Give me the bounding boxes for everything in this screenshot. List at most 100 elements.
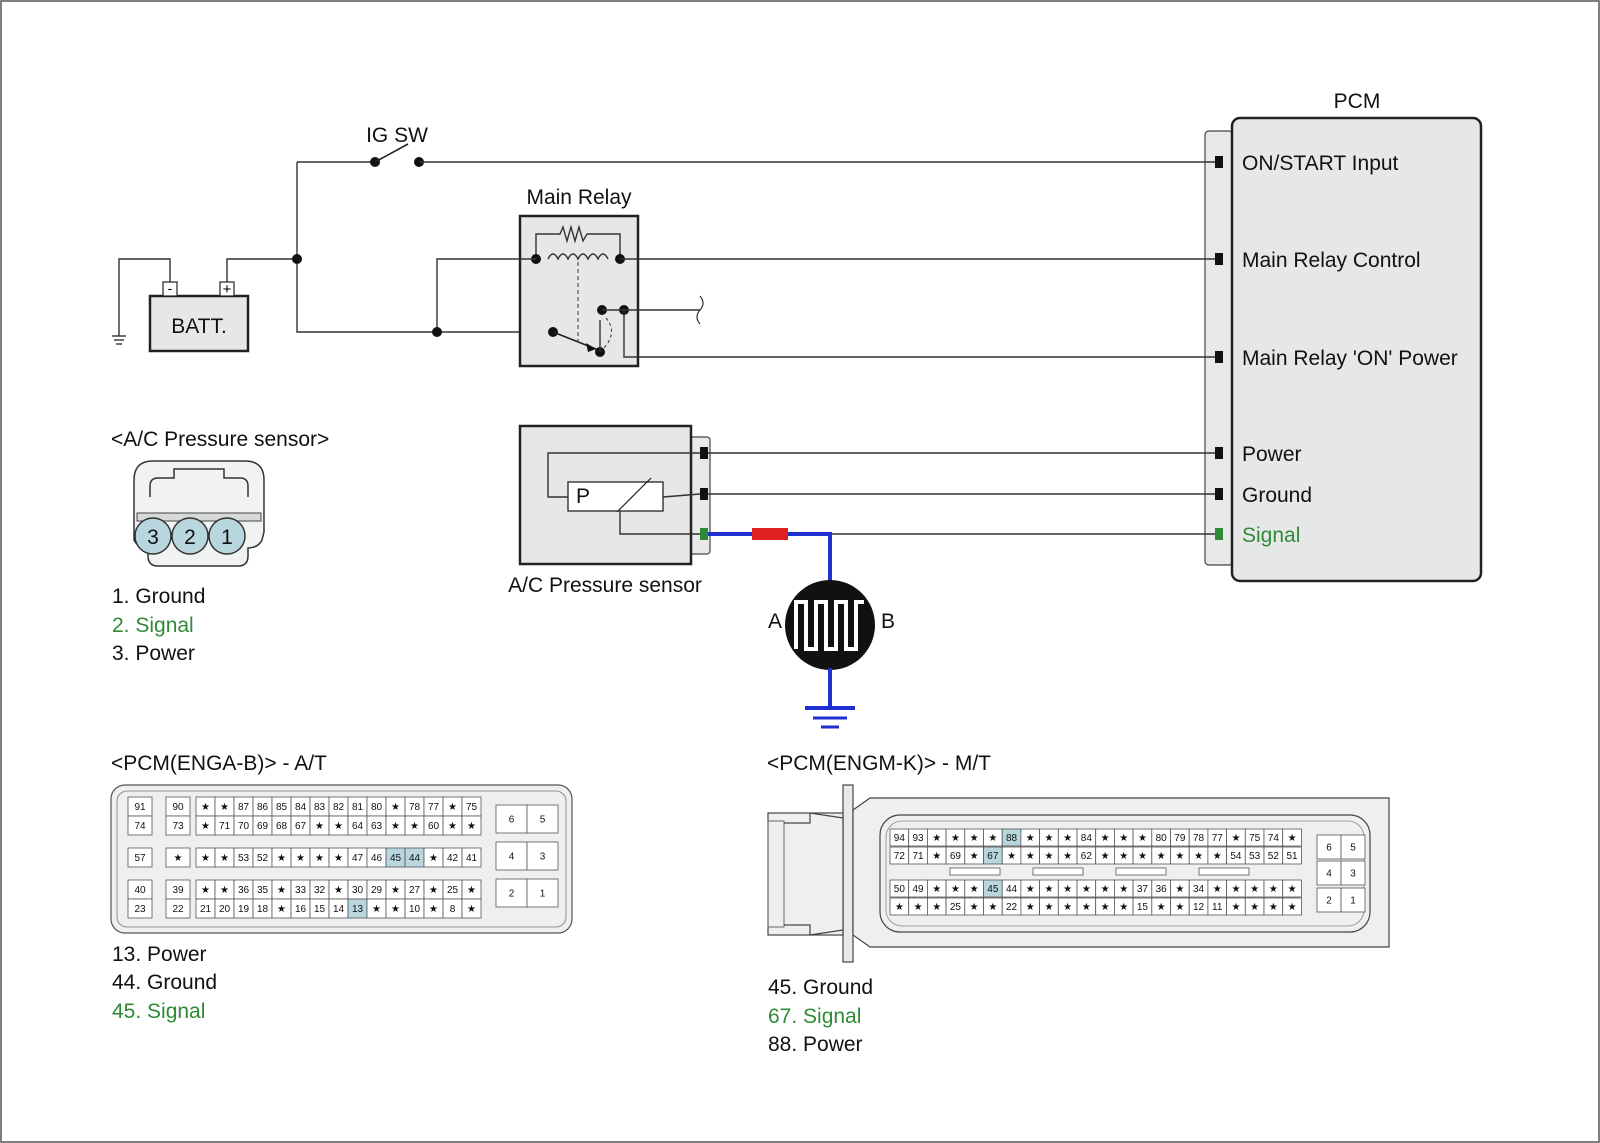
- engm-pin-cell: [1282, 879, 1302, 898]
- engm-pin-number: ★: [1044, 902, 1053, 913]
- engm-pin-number: 94: [894, 833, 906, 844]
- engm-pin-number: 93: [912, 833, 924, 844]
- relay-wiring: [432, 258, 1215, 358]
- ac-pin: [171, 517, 209, 555]
- engm-pin-number: ★: [1063, 902, 1072, 913]
- engm-pin-number: 15: [1137, 902, 1149, 913]
- engm-pin-number: 62: [1081, 851, 1093, 862]
- enga-pin-number: ★: [467, 821, 476, 832]
- enga-pin-number: 36: [238, 885, 250, 896]
- engm-pin-number: 5: [1350, 843, 1356, 854]
- engm-pin-number: ★: [1101, 833, 1110, 844]
- enga-pin-cell: [495, 841, 528, 871]
- pcm-pin-label: Main Relay 'ON' Power: [1242, 347, 1458, 370]
- enga-pin-cell: [127, 847, 153, 868]
- enga-pin-number: 69: [257, 821, 269, 832]
- engm-pin-number: ★: [1082, 884, 1091, 895]
- enga-pin-number: 15: [314, 904, 326, 915]
- engm-pin-number: ★: [1231, 902, 1240, 913]
- enga-pin-number: 25: [447, 885, 459, 896]
- enga-pin-number: ★: [277, 904, 286, 915]
- scope-lead-a: A: [768, 610, 782, 633]
- engm-pin-number: ★: [1157, 902, 1166, 913]
- enga-pin-number: 91: [134, 802, 146, 813]
- engm-pin-number: ★: [1026, 833, 1035, 844]
- engm-pin-cell: [1340, 887, 1366, 913]
- engm-pin-number: ★: [1194, 851, 1203, 862]
- engm-pin-number: ★: [1231, 884, 1240, 895]
- enga-pin-number: 83: [314, 802, 326, 813]
- enga-pin-number: ★: [220, 853, 229, 864]
- engm-pin-number: 54: [1230, 851, 1242, 862]
- engm-legend-item: 88. Power: [768, 1033, 863, 1056]
- enga-pin-cell: [461, 898, 482, 919]
- engm-pin-number: ★: [988, 833, 997, 844]
- enga-pin-number: 73: [172, 821, 184, 832]
- enga-pin-cell: [165, 898, 191, 919]
- enga-pin-number: 35: [257, 885, 269, 896]
- engm-pin-number: ★: [1269, 902, 1278, 913]
- engm-pin-number: 44: [1006, 884, 1018, 895]
- enga-pin-number: 22: [172, 904, 184, 915]
- engm-pin-number: 78: [1193, 833, 1205, 844]
- engm-pin-number: ★: [932, 833, 941, 844]
- enga-pin-number: 8: [450, 904, 456, 915]
- engm-pin-number: 84: [1081, 833, 1093, 844]
- enga-pin-number: ★: [220, 885, 229, 896]
- engm-pin-number: ★: [895, 902, 904, 913]
- pcm-pin-terminal: [1215, 156, 1223, 168]
- main-relay-label: Main Relay: [526, 186, 632, 209]
- engm-pin-number: 49: [912, 884, 924, 895]
- engm-pin-number: 1: [1350, 896, 1356, 907]
- ac-pin: [208, 517, 246, 555]
- enga-pin-number: ★: [201, 821, 210, 832]
- enga-pin-number: 32: [314, 885, 326, 896]
- enga-pin-number: 14: [333, 904, 345, 915]
- engm-pin-cell: [1316, 860, 1342, 886]
- engm-pin-number: ★: [1026, 884, 1035, 895]
- enga-pin-cell: [495, 878, 528, 908]
- enga-pin-number: ★: [410, 821, 419, 832]
- enga-pin-number: 52: [257, 853, 269, 864]
- battery-body: [148, 294, 250, 353]
- enga-pin-number: ★: [296, 853, 305, 864]
- enga-pin-number: 29: [371, 885, 383, 896]
- engm-pin-number: 51: [1286, 851, 1298, 862]
- enga-legend-item: 13. Power: [112, 943, 207, 966]
- scope-lead-b: B: [881, 610, 895, 633]
- enga-pin-number: 6: [509, 815, 515, 826]
- enga-pin-number: 41: [466, 853, 478, 864]
- engm-pin-number: 2: [1326, 896, 1332, 907]
- engm-pin-number: 52: [1268, 851, 1280, 862]
- enga-pin-number: 53: [238, 853, 250, 864]
- enga-pin-number: 33: [295, 885, 307, 896]
- enga-pin-number: ★: [334, 853, 343, 864]
- enga-pin-number: 74: [134, 821, 146, 832]
- enga-pin-number: 82: [333, 802, 345, 813]
- pcm-pin-label: Power: [1242, 443, 1302, 466]
- enga-pin-number: ★: [315, 853, 324, 864]
- enga-pin-number: ★: [429, 885, 438, 896]
- enga-pin-number: 78: [409, 802, 421, 813]
- enga-pin-cell: [127, 898, 153, 919]
- enga-pin-number: 67: [295, 821, 307, 832]
- engm-pin-number: ★: [970, 851, 979, 862]
- engm-pin-number: 50: [894, 884, 906, 895]
- engm-pin-number: ★: [1101, 851, 1110, 862]
- enga-pin-cell: [526, 878, 559, 908]
- engm-pin-number: ★: [951, 884, 960, 895]
- enga-pin-number: ★: [429, 904, 438, 915]
- enga-pin-number: 2: [509, 889, 515, 900]
- pressure-element: [567, 481, 664, 512]
- engm-key-bar: [1032, 867, 1084, 876]
- pcm-pin-label: Main Relay Control: [1242, 249, 1421, 272]
- enga-pin-number: ★: [334, 885, 343, 896]
- engm-pin-number: ★: [1026, 902, 1035, 913]
- enga-pin-number: 45: [390, 853, 402, 864]
- enga-pin-number: ★: [174, 853, 183, 864]
- ac-pin-number: 2: [184, 526, 196, 549]
- engm-pin-number: ★: [1288, 833, 1297, 844]
- engm-pin-number: ★: [1026, 851, 1035, 862]
